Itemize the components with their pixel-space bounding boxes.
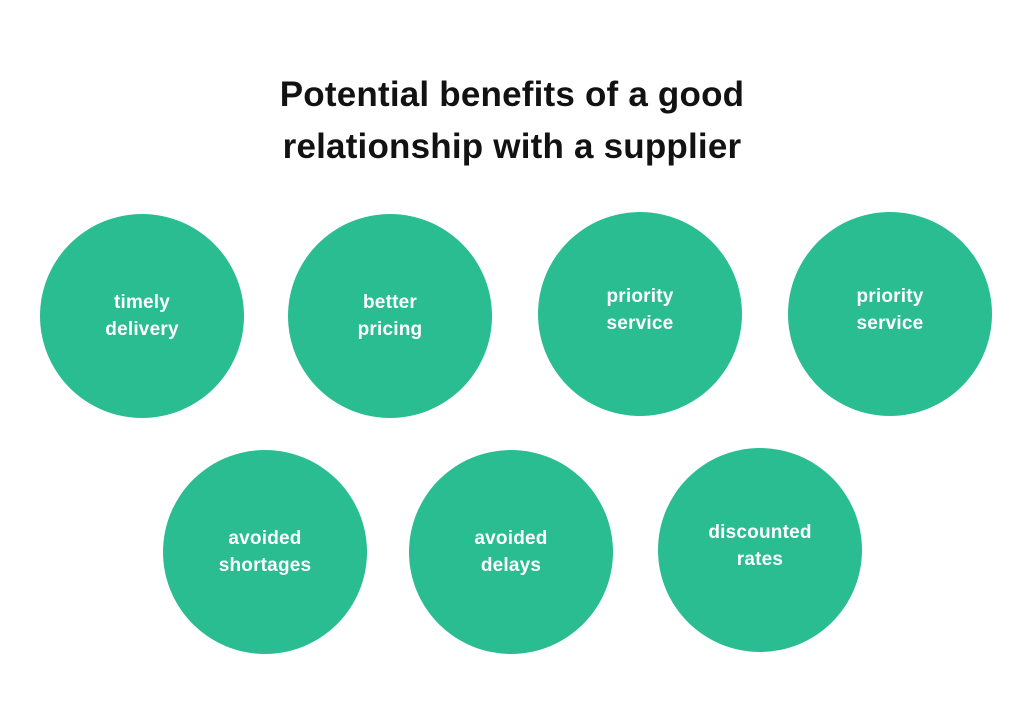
- benefit-label-line1: better: [363, 292, 417, 313]
- benefit-label: priority service: [606, 283, 673, 337]
- diagram-title-line2: relationship with a supplier: [282, 127, 742, 167]
- benefit-label-line1: priority: [606, 286, 674, 307]
- benefit-circle-avoided-delays: avoided delays: [409, 450, 613, 654]
- benefit-circle-better-pricing: better pricing: [288, 214, 492, 418]
- benefit-label-line2: pricing: [357, 319, 423, 340]
- benefit-label-line2: rates: [736, 549, 784, 570]
- benefit-label-line1: avoided: [474, 528, 548, 549]
- benefit-label-line2: shortages: [218, 555, 312, 576]
- benefit-label-line2: delays: [480, 555, 542, 576]
- benefit-circle-avoided-shortages: avoided shortages: [163, 450, 367, 654]
- benefit-label-line1: discounted: [708, 522, 812, 543]
- benefit-label-line1: avoided: [228, 528, 302, 549]
- benefit-circle-priority-service-2: priority service: [788, 212, 992, 416]
- benefit-circle-timely-delivery: timely delivery: [40, 214, 244, 418]
- diagram-title-line1: Potential benefits of a good: [279, 75, 745, 115]
- benefit-label: better pricing: [358, 289, 423, 343]
- benefit-label: avoided shortages: [219, 525, 312, 579]
- benefit-label-line2: service: [856, 313, 924, 334]
- benefit-label: timely delivery: [105, 289, 178, 343]
- benefit-label-line1: priority: [856, 286, 924, 307]
- benefit-label-line2: service: [606, 313, 674, 334]
- benefit-label: discounted rates: [708, 519, 811, 573]
- benefit-circle-priority-service-1: priority service: [538, 212, 742, 416]
- benefit-label-line1: timely: [113, 292, 171, 313]
- benefit-label: avoided delays: [474, 525, 547, 579]
- benefit-circle-discounted-rates: discounted rates: [658, 448, 862, 652]
- benefit-label: priority service: [856, 283, 923, 337]
- benefit-label-line2: delivery: [105, 319, 179, 340]
- diagram-title: Potential benefits of a good relationshi…: [0, 69, 1024, 173]
